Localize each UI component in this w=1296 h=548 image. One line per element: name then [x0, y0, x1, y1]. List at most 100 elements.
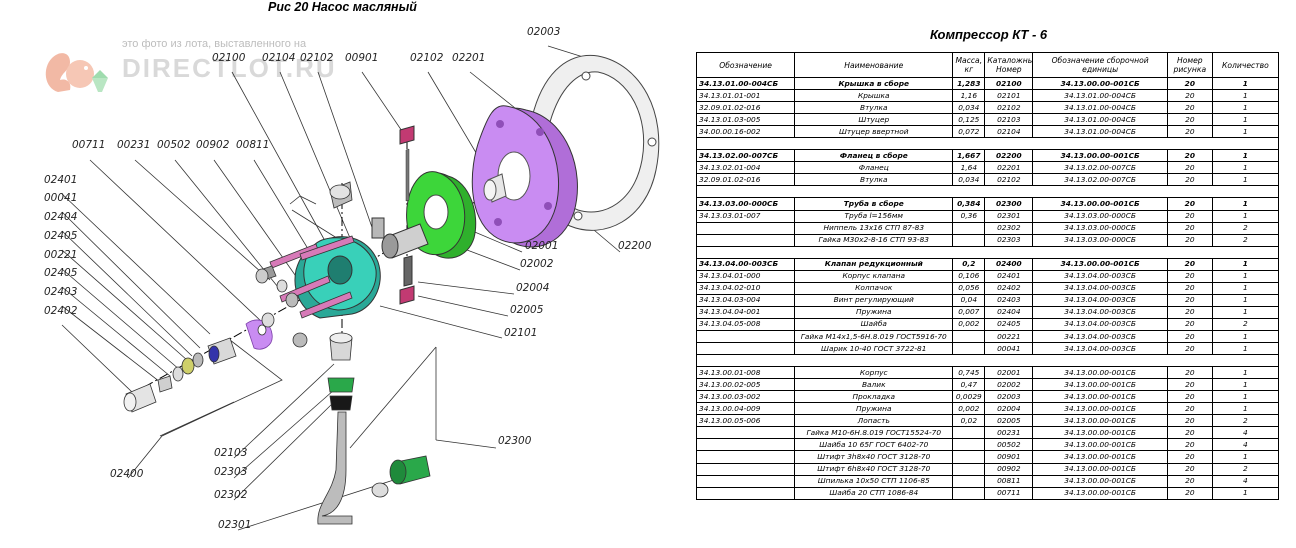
table-cell: 0,02 — [952, 414, 986, 428]
table-cell: Пружина — [794, 305, 954, 319]
table-cell — [695, 137, 795, 151]
callout-label: 02302 — [214, 489, 248, 501]
table-cell: 34.13.01.00-004СБ — [1032, 89, 1168, 103]
table-cell: 02102 — [984, 173, 1034, 187]
table-cell: 34.13.00.00-001СБ — [1032, 450, 1168, 464]
watermark-brand: DIRECTLOT.RU — [122, 53, 337, 83]
callout-label: 02100 — [212, 52, 246, 64]
table-cell — [695, 462, 796, 476]
shaft-02002 — [371, 217, 429, 259]
table-cell: 0,36 — [952, 209, 986, 223]
table-cell: 0,002 — [952, 317, 986, 331]
table-cell: 1 — [1211, 293, 1280, 307]
callout-label: 00221 — [44, 249, 78, 261]
table-cell: Крышка — [794, 89, 954, 103]
table-cell: 34.13.00.00-001СБ — [1032, 402, 1168, 416]
table-cell: 34.13.02.00-007СБ — [1032, 161, 1168, 175]
table-cell — [695, 233, 796, 247]
table-cell: 0,007 — [952, 305, 986, 319]
col-catalog-number: Каталожный Номер — [984, 52, 1034, 78]
table-cell: 1 — [1211, 402, 1280, 416]
table-cell: 20 — [1166, 161, 1213, 175]
table-cell: 34.13.04.00-003СБ — [1032, 293, 1168, 307]
table-cell: 1 — [1211, 366, 1280, 380]
table-cell: Втулка — [794, 173, 954, 187]
watermark-logo-icon — [45, 53, 108, 92]
table-cell — [1032, 354, 1168, 368]
table-cell: 34.13.04.05-008 — [695, 317, 796, 331]
table-cell — [794, 137, 953, 151]
table-cell: 0,0029 — [952, 390, 986, 404]
table-cell: 1 — [1211, 342, 1280, 356]
table-cell: 20 — [1166, 342, 1213, 356]
table-cell: 00041 — [984, 342, 1034, 356]
table-cell: Валик — [794, 378, 954, 392]
table-cell: 02005 — [984, 414, 1034, 428]
table-cell: 34.13.00.01-008 — [695, 366, 796, 380]
pipe-assembly-02300 — [317, 332, 431, 525]
housing-02001 — [294, 236, 381, 319]
table-cell: 00901 — [984, 450, 1034, 464]
table-cell: Корпус — [794, 366, 954, 380]
table-cell — [794, 185, 953, 199]
table-cell: Гайка М14х1,5-6Н.8.019 ГОСТ5916-70 — [794, 329, 954, 344]
table-cell — [952, 438, 986, 452]
table-cell: 0,47 — [952, 378, 986, 392]
table-cell: 20 — [1166, 378, 1213, 392]
table-cell: 34.13.00.00-001СБ — [1032, 414, 1168, 428]
callout-label: 02101 — [504, 327, 538, 339]
watermark-caption: это фото из лота, выставленного на — [122, 38, 307, 50]
table-cell — [952, 354, 985, 368]
callout-label: 02303 — [214, 466, 248, 478]
table-cell — [984, 245, 1033, 259]
table-cell: Шарик 10-40 ГОСТ 3722-81 — [794, 342, 954, 356]
table-cell: 02200 — [984, 149, 1034, 163]
table-cell: 34.13.00.00-001СБ — [1032, 197, 1168, 211]
table-cell: 02002 — [984, 378, 1034, 392]
callout-label: 02405 — [44, 230, 78, 242]
table-cell: 02303 — [984, 233, 1034, 247]
table-cell: 20 — [1166, 101, 1213, 115]
table-cell — [952, 137, 985, 151]
table-cell: 34.13.01.01-001 — [695, 89, 796, 103]
table-cell: 00502 — [984, 438, 1034, 452]
table-cell — [984, 354, 1033, 368]
table-cell: 4 — [1211, 474, 1280, 488]
table-cell — [952, 342, 986, 356]
blades-and-pins — [399, 125, 415, 305]
table-cell: 20 — [1166, 390, 1213, 404]
table-cell: 34.00.00.16-002 — [695, 125, 796, 139]
table-cell — [695, 486, 796, 500]
table-cell: 1 — [1211, 329, 1280, 344]
table-cell: 1 — [1211, 197, 1280, 211]
table-cell: 00711 — [984, 486, 1034, 500]
table-cell: 4 — [1211, 426, 1280, 440]
table-cell: 0,2 — [952, 257, 986, 271]
table-cell: 34.13.04.00-003СБ — [1032, 281, 1168, 295]
table-cell: Ниппель 13х16 СТП 87-83 — [794, 221, 954, 235]
table-cell: Корпус клапана — [794, 269, 954, 283]
callout-label: 00711 — [72, 139, 106, 151]
table-cell: 2 — [1211, 317, 1280, 331]
table-cell: 32.09.01.02-016 — [695, 101, 796, 115]
table-cell: 1 — [1211, 486, 1280, 500]
table-cell — [695, 342, 796, 356]
callout-label: 02200 — [618, 240, 652, 252]
table-cell: 00221 — [984, 329, 1034, 344]
table-cell: 1 — [1211, 390, 1280, 404]
table-cell: 34.13.04.02-010 — [695, 281, 796, 295]
table-cell: 1 — [1211, 113, 1280, 127]
callout-label: 02401 — [44, 174, 78, 186]
col-figure-number: Номер рисунка — [1166, 52, 1213, 78]
callout-label: 02405 — [44, 267, 78, 279]
callout-label: 02102 — [410, 52, 444, 64]
table-cell: 1 — [1211, 450, 1280, 464]
table-cell: 34.13.00.00-001СБ — [1032, 257, 1168, 271]
